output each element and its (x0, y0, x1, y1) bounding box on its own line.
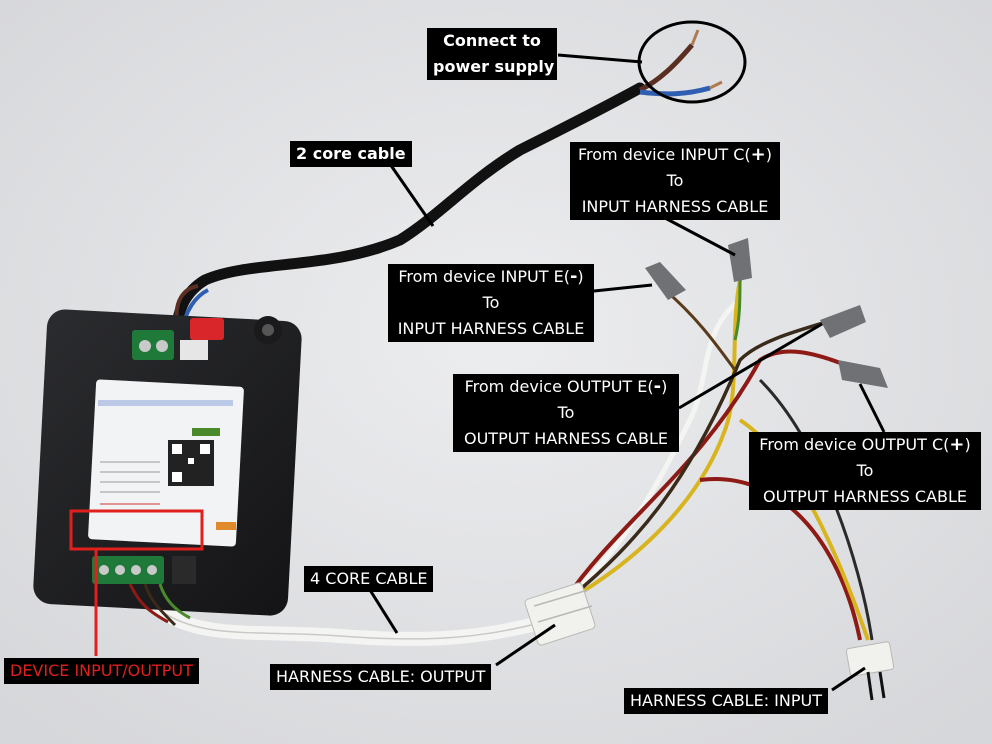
label-input-e-last: INPUT HARNESS CABLE (397, 319, 585, 338)
label-output-c-post: ) (964, 435, 971, 454)
device-io-highlight (69, 509, 204, 551)
label-input-e: From device INPUT E(-) To INPUT HARNESS … (388, 264, 594, 342)
harness-wire-dark (568, 316, 841, 600)
pointer-output-c (858, 383, 886, 433)
label-output-c-pre: From device OUTPUT C( (759, 435, 950, 454)
label-input-e-pre: From device INPUT E( (398, 267, 570, 286)
wire-connector-input-c (728, 238, 752, 282)
label-output-c-mid: To (856, 461, 874, 480)
label-input-c: From device INPUT C(+) To INPUT HARNESS … (570, 142, 780, 220)
input-harness-wire-red (699, 477, 862, 641)
label-two-core-text: 2 core cable (296, 144, 406, 163)
label-input-c-pre: From device INPUT C( (577, 145, 751, 164)
label-input-c-last: INPUT HARNESS CABLE (581, 197, 769, 216)
pointer-harness-input (831, 666, 866, 692)
two-core-cable (170, 82, 646, 338)
label-two-core-cable: 2 core cable (290, 141, 412, 167)
label-output-e-last: OUTPUT HARNESS CABLE (464, 429, 668, 448)
label-output-e: From device OUTPUT E(-) To OUTPUT HARNES… (453, 374, 679, 452)
four-core-cable-edge (159, 609, 551, 640)
label-harness-input: HARNESS CABLE: INPUT (624, 688, 828, 714)
label-four-core-text: 4 CORE CABLE (310, 569, 428, 588)
label-input-e-mid: To (482, 293, 500, 312)
harness-wire-white (548, 298, 742, 615)
pointer-power-supply (557, 53, 643, 64)
label-input-c-sym: + (750, 144, 766, 165)
power-wire-tip-blue (709, 80, 723, 90)
device-box (33, 309, 302, 627)
label-power-supply-line2: power supply (433, 57, 555, 76)
label-output-e-mid: To (557, 403, 575, 422)
wire-connector-output-c (838, 360, 888, 388)
harness-wire-green (733, 279, 742, 341)
label-input-e-sym: - (569, 266, 578, 287)
wire-connector-input-e (645, 262, 686, 300)
power-wire-brown (638, 43, 694, 93)
label-harness-output: HARNESS CABLE: OUTPUT (270, 664, 492, 690)
label-output-c-last: OUTPUT HARNESS CABLE (763, 487, 967, 506)
label-device-io-text: DEVICE INPUT/OUTPUT (10, 661, 193, 680)
label-output-e-pre: From device OUTPUT E( (464, 377, 654, 396)
label-output-e-post: ) (661, 377, 668, 396)
power-wire-blue (639, 85, 711, 97)
label-output-c: From device OUTPUT C(+) To OUTPUT HARNES… (749, 432, 981, 510)
label-device-io: DEVICE INPUT/OUTPUT (4, 658, 199, 684)
pointer-two-core (388, 163, 435, 227)
label-input-c-post: ) (765, 145, 773, 164)
power-wire-tip-brown (690, 29, 700, 46)
pointer-harness-output (495, 623, 556, 667)
label-output-e-sym: - (653, 376, 662, 397)
input-e-wire (664, 288, 737, 371)
label-output-c-sym: + (949, 434, 965, 455)
harness-input-plug (845, 641, 895, 701)
label-power-supply-line1: Connect to (443, 31, 541, 50)
harness-wire-red (563, 349, 861, 602)
pointer-input-c (664, 216, 736, 257)
pointer-output-e (678, 322, 823, 410)
wire-connector-output-e (820, 305, 866, 338)
label-input-c-mid: To (666, 171, 684, 190)
label-harness-input-text: HARNESS CABLE: INPUT (630, 691, 822, 710)
label-power-supply: Connect to power supply (427, 28, 557, 80)
label-input-e-post: ) (577, 267, 584, 286)
pointer-four-core (368, 589, 399, 634)
label-four-core-cable: 4 CORE CABLE (304, 566, 434, 592)
pointer-input-e (593, 283, 653, 293)
harness-output-plug (524, 582, 596, 646)
label-harness-output-text: HARNESS CABLE: OUTPUT (276, 667, 486, 686)
